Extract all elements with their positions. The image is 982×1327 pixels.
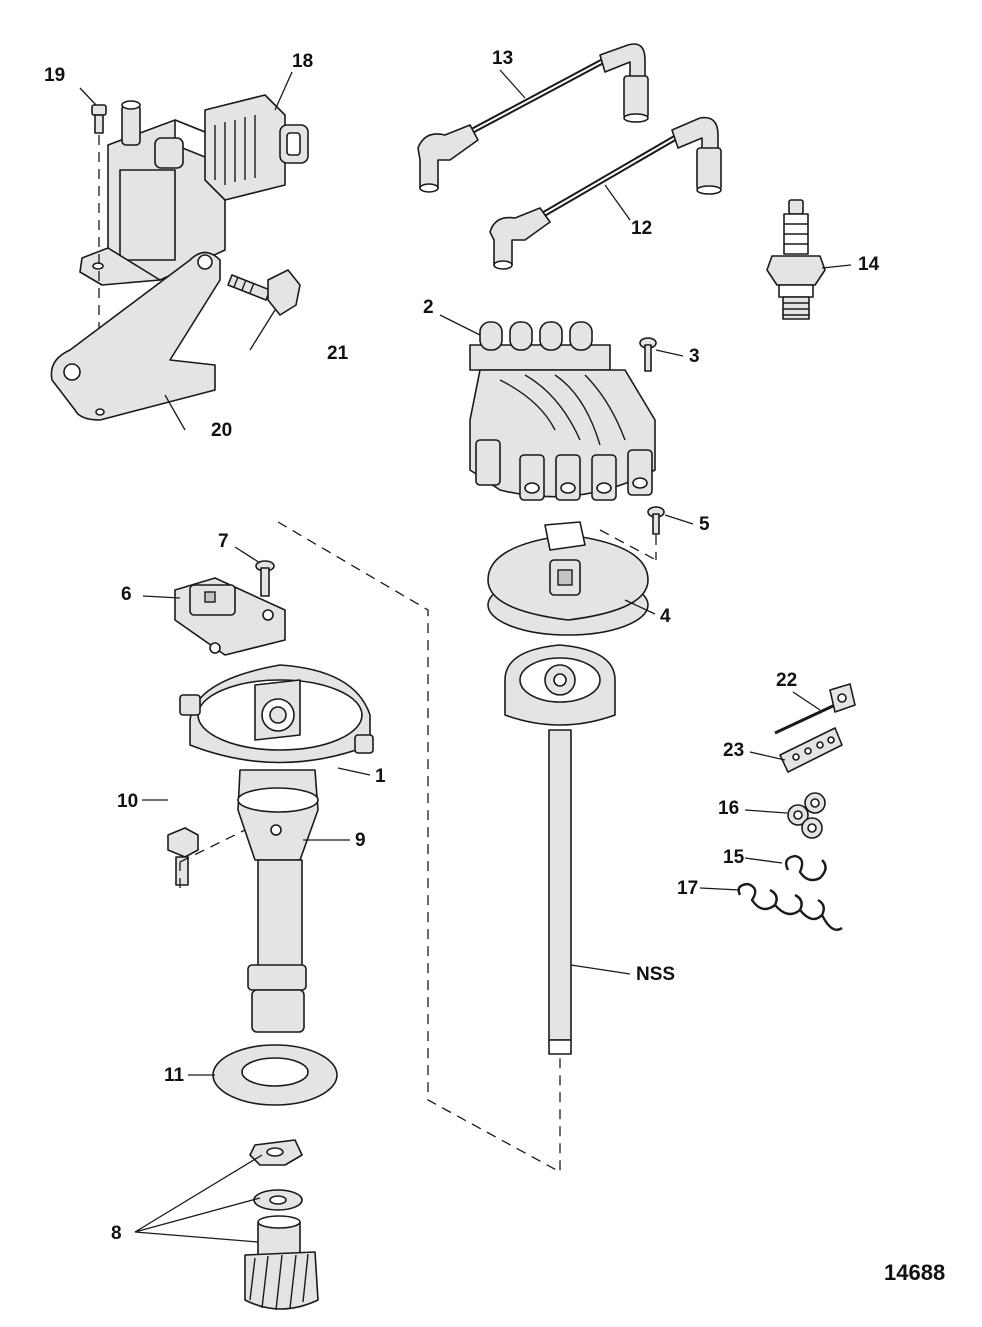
leader-lines <box>79 69 852 1243</box>
callout-22: 22 <box>776 670 798 691</box>
callout-23: 23 <box>723 740 745 761</box>
callout-16: 16 <box>718 798 740 819</box>
callout-5: 5 <box>699 514 710 535</box>
figure-number: 14688 <box>884 1260 946 1285</box>
sensor-6 <box>174 577 286 656</box>
wire-clip-15 <box>784 854 827 882</box>
ignition-coil-18 <box>79 94 309 286</box>
callout-7: 7 <box>218 531 229 552</box>
callout-20: 20 <box>211 420 233 441</box>
callout-12: 12 <box>631 218 653 239</box>
gear-kit-8 <box>244 1139 319 1311</box>
callout-13: 13 <box>492 48 514 69</box>
callout-17: 17 <box>677 878 699 899</box>
rotor-4 <box>487 521 649 636</box>
distributor-housing-1 <box>179 664 374 764</box>
callout-14: 14 <box>858 254 880 275</box>
distributor-shaft-nss <box>504 644 616 1055</box>
wire-clip-16 <box>787 792 826 839</box>
bolt-10 <box>167 827 199 886</box>
spark-plug-wire-12 <box>489 116 722 270</box>
screw-3 <box>639 337 657 372</box>
callout-9: 9 <box>355 830 366 851</box>
spark-plug-wire-13 <box>417 43 649 193</box>
spark-plug-14 <box>766 199 826 320</box>
washer-11 <box>212 1044 338 1106</box>
callout-18: 18 <box>292 51 314 72</box>
bracket-20 <box>50 251 221 421</box>
screw-7 <box>255 560 275 597</box>
callout-1: 1 <box>375 766 386 787</box>
callout-11: 11 <box>164 1065 185 1086</box>
callout-6: 6 <box>121 584 132 605</box>
callout-21: 21 <box>327 343 349 364</box>
bolt-21 <box>227 269 301 316</box>
callout-4: 4 <box>660 606 671 627</box>
screw-5 <box>647 506 665 535</box>
callout-2: 2 <box>423 297 434 318</box>
callout-15: 15 <box>723 847 745 868</box>
callout-19: 19 <box>44 65 66 86</box>
callout-nss: NSS <box>636 964 676 985</box>
distributor-cap-2 <box>469 321 656 501</box>
callout-8: 8 <box>111 1223 122 1244</box>
screw-19 <box>91 104 107 134</box>
callout-3: 3 <box>689 346 700 367</box>
wire-separator-23 <box>779 727 843 773</box>
wire-retainer-17 <box>737 882 843 932</box>
housing-shaft-9 <box>237 769 319 1033</box>
pin-22 <box>774 683 856 735</box>
callout-10: 10 <box>117 791 139 812</box>
